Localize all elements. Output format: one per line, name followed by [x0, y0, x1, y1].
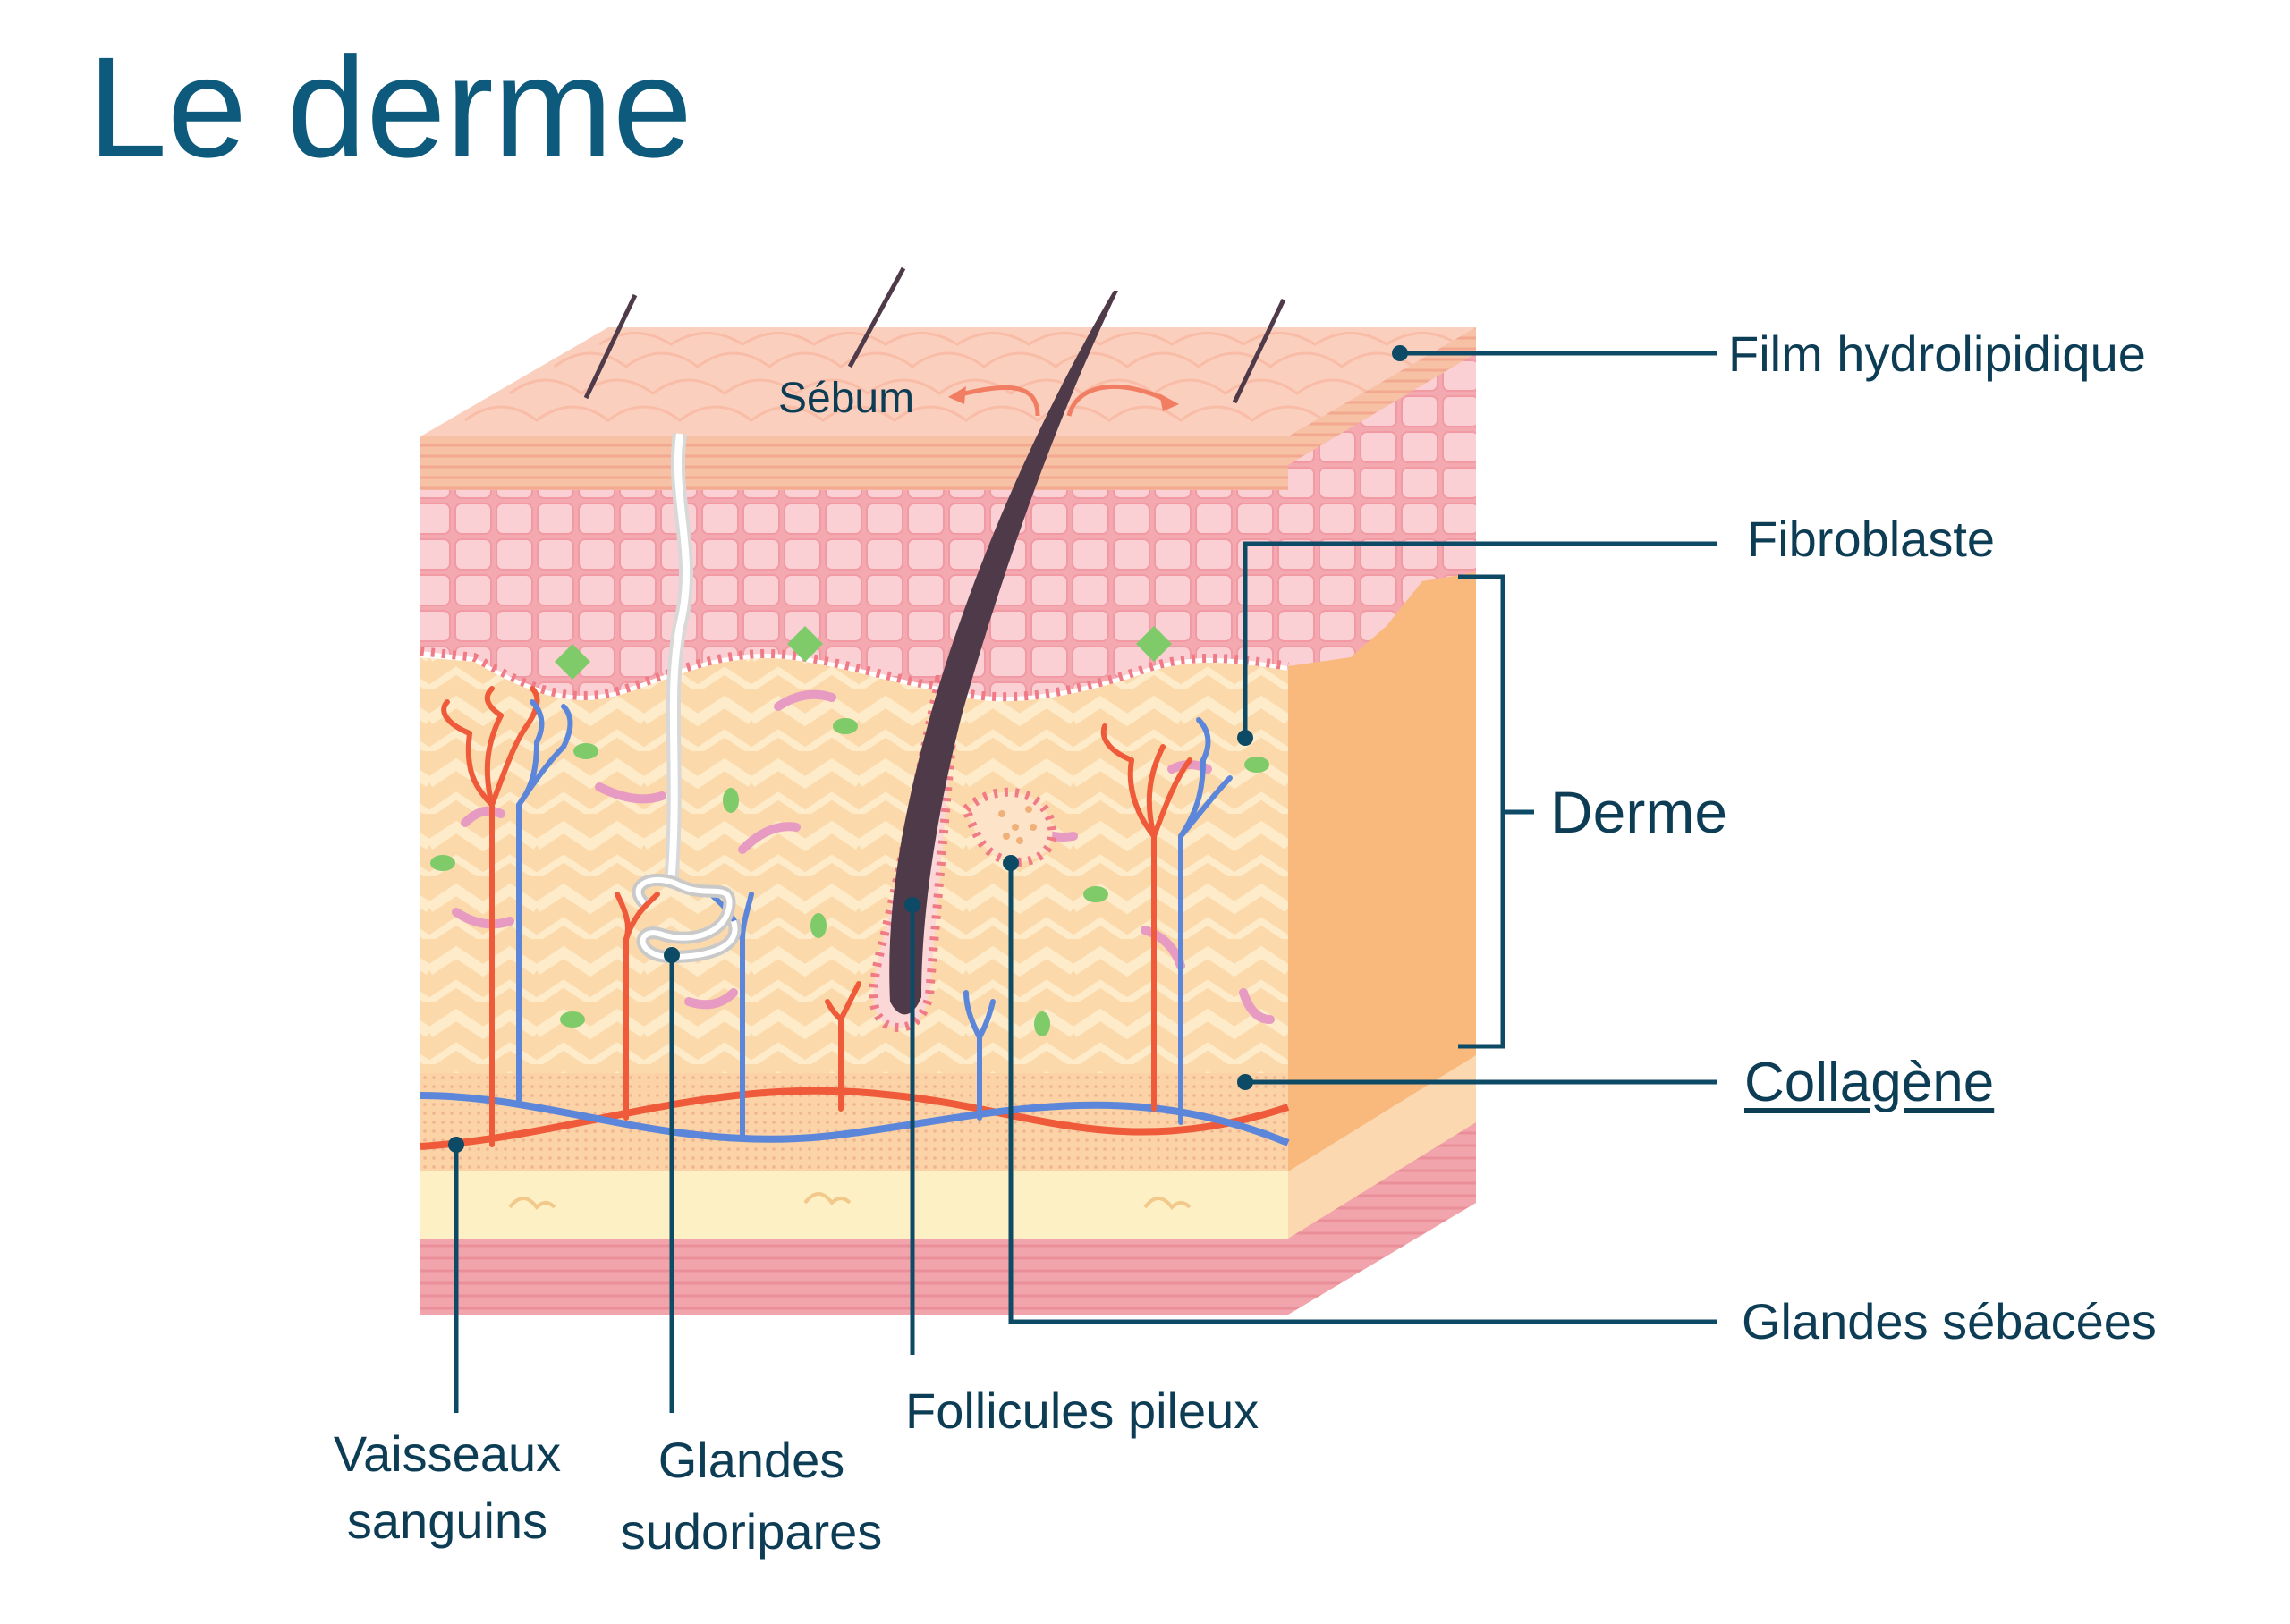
stratum-corneum — [420, 436, 1288, 490]
hypodermis-layer — [420, 1171, 1288, 1239]
sebum-arrows — [956, 385, 1169, 417]
label-derme: Derme — [1550, 779, 1728, 845]
label-glandes-sebacees: Glandes sébacées — [1742, 1293, 2157, 1349]
hair-2 — [847, 266, 906, 368]
page-title: Le derme — [88, 27, 692, 187]
label-sudoripares-line-2: sudoripares — [620, 1503, 883, 1560]
hair-3 — [1232, 298, 1286, 404]
capillaries-follicle — [825, 981, 996, 1121]
fat-marks — [508, 1192, 1192, 1211]
skin-surface — [420, 327, 1476, 436]
right-face-muscle — [1288, 1122, 1476, 1315]
label-vaisseaux-sanguins: Vaisseaux sanguins — [313, 1420, 581, 1554]
label-follicules-pileux: Follicules pileux — [905, 1383, 1260, 1439]
vein-main — [420, 1092, 1290, 1146]
collagen-fibers — [452, 689, 1275, 1024]
muscle-layer — [420, 1239, 1288, 1315]
sebum-arrow-left-head — [948, 386, 966, 404]
capillaries-right — [1100, 717, 1233, 1125]
label-film-hydrolipidique: Film hydrolipidique — [1728, 326, 2146, 382]
reticular-band — [420, 1073, 1288, 1171]
leader-lines — [454, 351, 1718, 1413]
label-collagene: Collagène — [1744, 1052, 1995, 1113]
label-sudoripares-line-1: Glandes — [657, 1432, 845, 1488]
fibroblast-cells — [430, 626, 1269, 1036]
epidermis-layer — [420, 490, 1288, 698]
hair-1 — [583, 293, 638, 400]
skin-surface-scales — [464, 332, 1459, 422]
sebum-arrow-right-head — [1159, 393, 1179, 411]
label-vaisseaux-line-1: Vaisseaux — [333, 1425, 562, 1482]
artery-main — [420, 1087, 1290, 1150]
leader-dots — [448, 345, 1408, 1153]
capillaries-left — [441, 686, 573, 1147]
label-vaisseaux-line-2: sanguins — [346, 1493, 548, 1549]
right-face-dermis — [1288, 572, 1476, 1171]
label-fibroblaste: Fibroblaste — [1747, 511, 1996, 567]
label-glandes-sudoripares: Glandes sudoripares — [599, 1425, 903, 1568]
sebaceous-dots — [998, 806, 1037, 844]
right-face-stratum — [1288, 327, 1476, 465]
dermis-layer — [420, 657, 1288, 1073]
right-face-hypodermis — [1288, 1055, 1476, 1239]
label-sebum: Sébum — [778, 375, 915, 422]
